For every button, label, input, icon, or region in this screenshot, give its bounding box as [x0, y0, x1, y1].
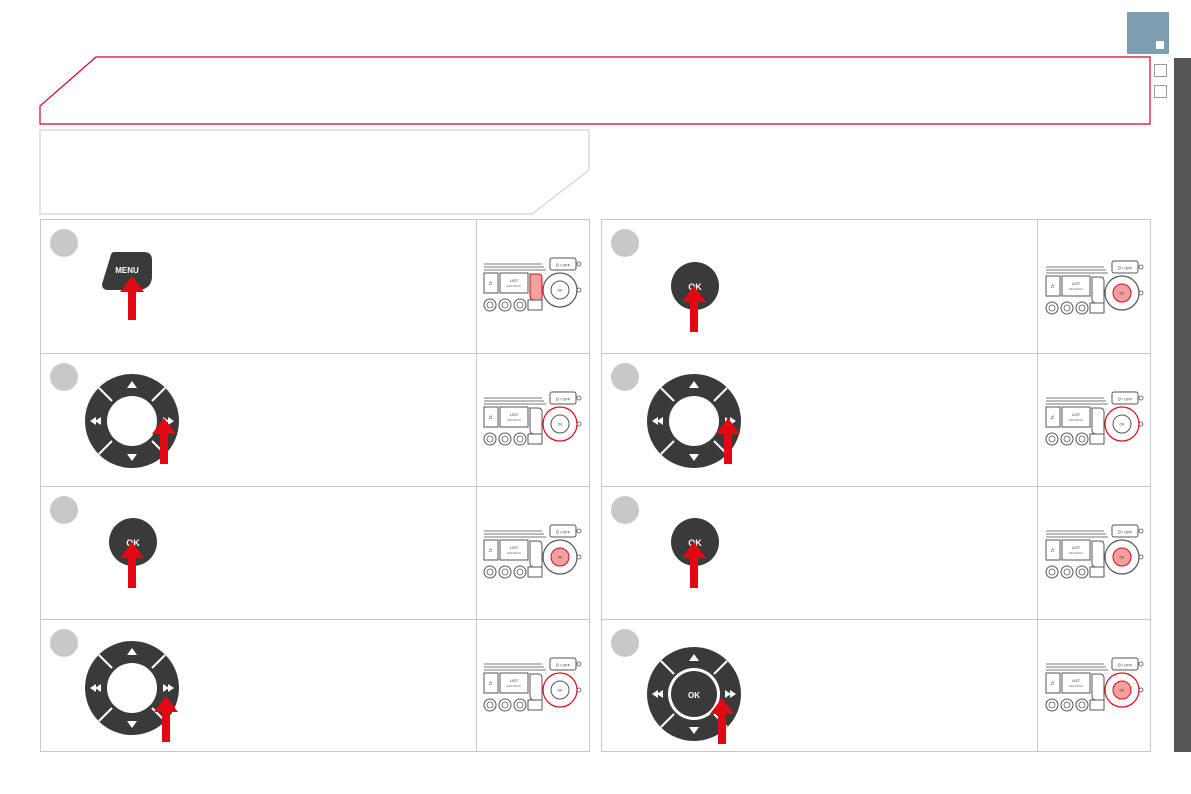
ok-button-icon: OK — [109, 518, 157, 566]
header-banner — [39, 56, 1151, 125]
step-number-circle — [611, 496, 639, 524]
navigation-pad-icon — [85, 374, 179, 468]
step-number-circle — [50, 363, 78, 391]
music-note-icon: ♬ — [1050, 415, 1056, 421]
radio-on-off-label: ⏻ / OFF — [556, 263, 571, 268]
ok-label: OK — [688, 691, 700, 700]
radio-refresh-label: REFRESH — [507, 551, 521, 555]
radio-list-label: LIST — [510, 278, 519, 283]
radio-list-label: LIST — [510, 678, 519, 683]
radio-thumbnail: ⏻ / OFF ♬ LIST REFRESH OK — [1044, 517, 1144, 587]
music-note-icon: ♬ — [488, 281, 494, 287]
ok-label: OK — [126, 538, 140, 548]
music-note-icon: ♬ — [1050, 681, 1056, 687]
radio-thumbnail: ⏻ / OFF ♬ LIST REFRESH OK — [1044, 253, 1144, 323]
press-arrow-icon — [120, 276, 144, 320]
step-number-circle — [611, 629, 639, 657]
radio-refresh-label: REFRESH — [507, 684, 521, 688]
left-row-divider — [40, 486, 590, 487]
radio-ok-label: OK — [1119, 292, 1125, 296]
radio-ok-label: OK — [557, 289, 563, 293]
music-note-icon: ♬ — [488, 415, 494, 421]
radio-on-off-label: ⏻ / OFF — [556, 530, 571, 535]
radio-on-off-label: ⏻ / OFF — [556, 397, 571, 402]
left-row-divider — [40, 353, 590, 354]
radio-refresh-label: REFRESH — [1069, 684, 1083, 688]
left-steps-panel — [40, 219, 590, 752]
radio-ok-label: OK — [1119, 689, 1125, 693]
radio-list-label: LIST — [1072, 545, 1081, 550]
ok-button-icon: OK — [671, 518, 719, 566]
press-arrow-icon — [682, 286, 706, 332]
radio-on-off-label: ⏻ / OFF — [1118, 530, 1133, 535]
ok-label: OK — [688, 282, 702, 292]
radio-refresh-label: REFRESH — [1069, 418, 1083, 422]
step-number-circle — [611, 229, 639, 257]
music-note-icon: ♬ — [488, 548, 494, 554]
radio-on-off-label: ⏻ / OFF — [1118, 663, 1133, 668]
radio-ok-label: OK — [557, 556, 563, 560]
right-row-divider — [601, 353, 1151, 354]
menu-button-icon: MENU — [102, 252, 152, 290]
radio-thumbnail: ⏻ / OFF ♬ LIST REFRESH OK — [482, 650, 582, 720]
right-row-divider — [601, 486, 1151, 487]
radio-list-label: LIST — [510, 412, 519, 417]
radio-list-label: LIST — [1072, 281, 1081, 286]
step-number-circle — [50, 229, 78, 257]
chapter-tab-square — [1156, 41, 1164, 49]
radio-refresh-label: REFRESH — [507, 284, 521, 288]
radio-on-off-label: ⏻ / OFF — [556, 663, 571, 668]
right-row-divider — [601, 619, 1151, 620]
intro-box — [39, 129, 590, 215]
left-column-divider — [476, 219, 477, 752]
step-number-circle — [611, 363, 639, 391]
side-checkbox-2 — [1154, 85, 1167, 98]
step-number-circle — [50, 496, 78, 524]
radio-list-label: LIST — [1072, 412, 1081, 417]
radio-list-label: LIST — [510, 545, 519, 550]
menu-label: MENU — [115, 266, 139, 275]
radio-ok-label: OK — [1119, 423, 1125, 427]
ok-button-icon: OK — [671, 262, 719, 310]
press-arrow-icon — [710, 698, 734, 744]
ok-label: OK — [688, 538, 702, 548]
radio-refresh-label: REFRESH — [1069, 551, 1083, 555]
radio-refresh-label: REFRESH — [1069, 287, 1083, 291]
music-note-icon: ♬ — [488, 681, 494, 687]
radio-ok-label: OK — [1119, 556, 1125, 560]
left-row-divider — [40, 619, 590, 620]
music-note-icon: ♬ — [1050, 284, 1056, 290]
radio-thumbnail: ⏻ / OFF ♬ LIST REFRESH OK — [1044, 384, 1144, 454]
radio-ok-label: OK — [557, 689, 563, 693]
radio-thumbnail: ⏻ / OFF ♬ LIST REFRESH OK — [482, 250, 582, 320]
radio-on-off-label: ⏻ / OFF — [1118, 397, 1133, 402]
press-arrow-icon — [154, 696, 178, 742]
right-column-divider — [1037, 219, 1038, 752]
press-arrow-icon — [120, 542, 144, 588]
chapter-tab — [1127, 12, 1169, 54]
press-arrow-icon — [716, 418, 740, 464]
side-checkbox-1 — [1154, 64, 1167, 77]
navigation-pad-icon — [647, 374, 741, 468]
radio-thumbnail: ⏻ / OFF ♬ LIST REFRESH OK — [482, 517, 582, 587]
press-arrow-icon — [682, 542, 706, 588]
radio-list-label: LIST — [1072, 678, 1081, 683]
music-note-icon: ♬ — [1050, 548, 1056, 554]
step-number-circle — [50, 629, 78, 657]
navigation-pad-with-ok-icon: OK — [647, 647, 741, 741]
press-arrow-icon — [152, 418, 176, 464]
right-steps-panel — [601, 219, 1151, 752]
radio-ok-label: OK — [557, 423, 563, 427]
radio-on-off-label: ⏻ / OFF — [1118, 266, 1133, 271]
radio-thumbnail: ⏻ / OFF ♬ LIST REFRESH OK — [1044, 650, 1144, 720]
side-bar — [1174, 58, 1191, 752]
radio-thumbnail: ⏻ / OFF ♬ LIST REFRESH OK — [482, 384, 582, 454]
radio-refresh-label: REFRESH — [507, 418, 521, 422]
